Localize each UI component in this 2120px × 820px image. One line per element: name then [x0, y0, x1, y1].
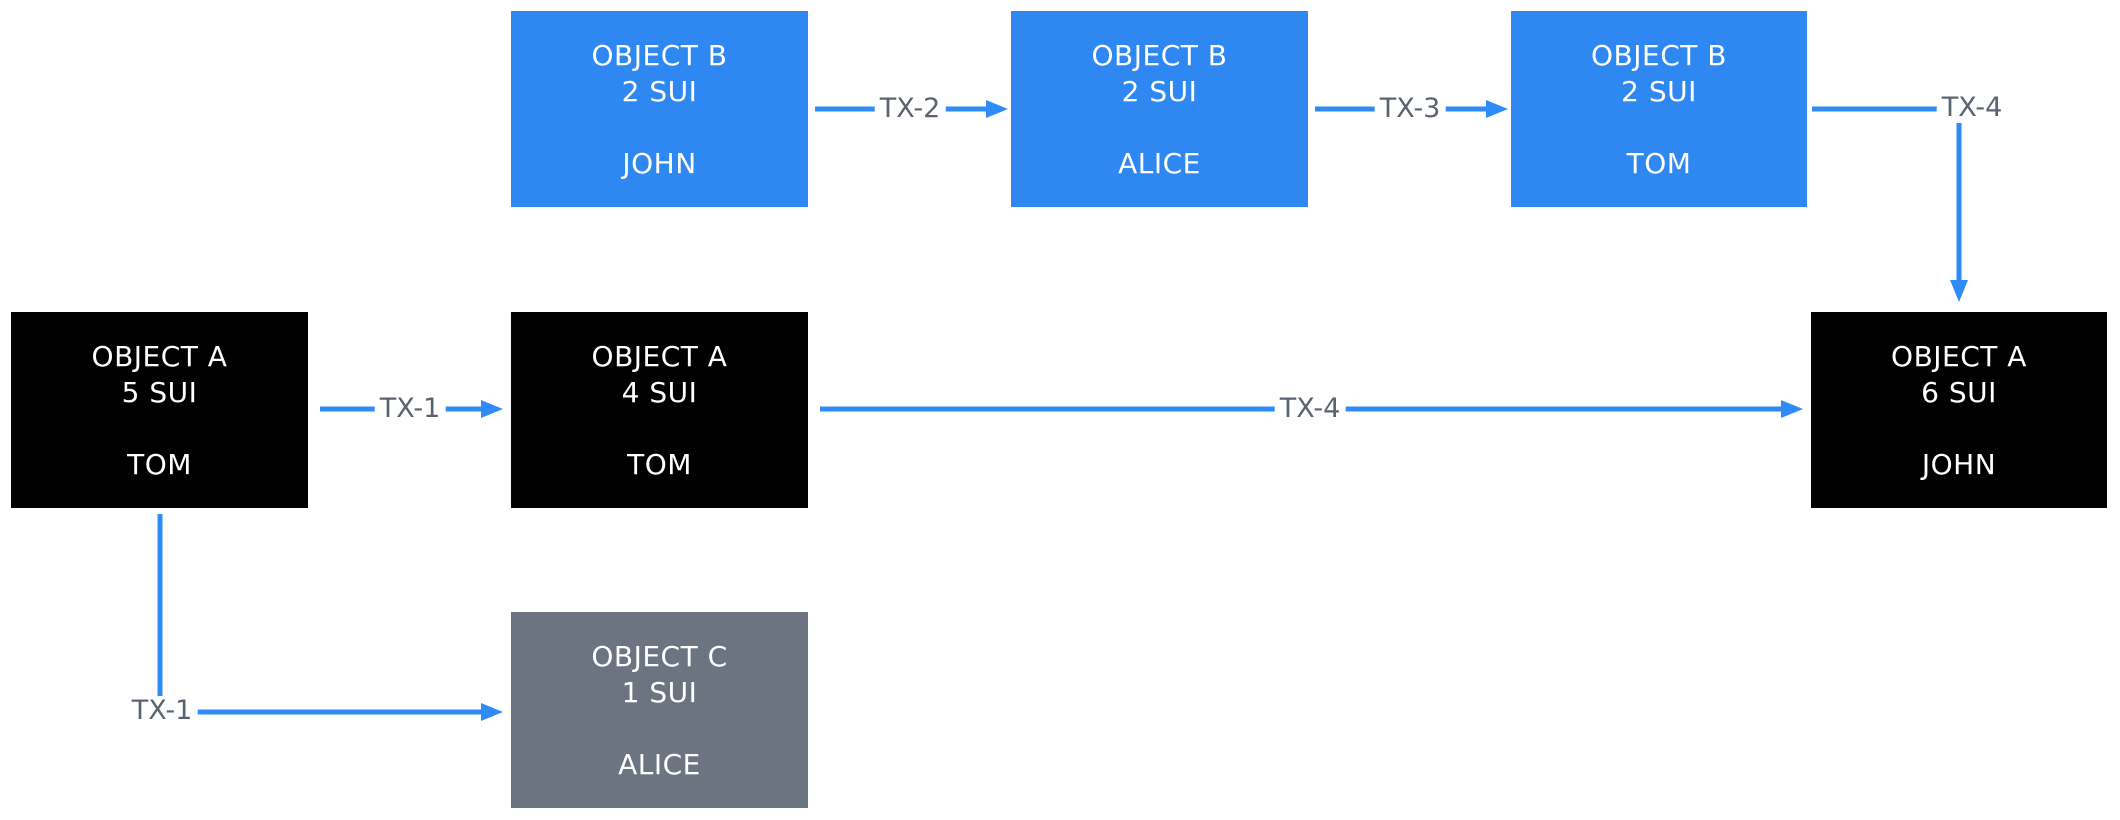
node-owner: ALICE	[1118, 147, 1201, 180]
edge-label-tx-4-merge: TX-4	[1274, 394, 1346, 424]
node-owner: JOHN	[622, 147, 697, 180]
node-spacer	[1811, 411, 2107, 447]
node-amount: 2 SUI	[621, 75, 698, 108]
node-owner: ALICE	[618, 748, 701, 781]
node-spacer	[511, 411, 808, 447]
node-owner: TOM	[127, 448, 192, 481]
node-owner: TOM	[627, 448, 692, 481]
node-object-b-tom: OBJECT B 2 SUI TOM	[1511, 11, 1807, 207]
node-amount: 6 SUI	[1921, 376, 1997, 409]
node-spacer	[1511, 110, 1807, 146]
node-owner: JOHN	[1921, 448, 1997, 481]
node-title: OBJECT B	[1091, 39, 1228, 72]
node-title: OBJECT A	[591, 340, 728, 373]
node-object-a-6-john: OBJECT A 6 SUI JOHN	[1811, 312, 2107, 508]
arrow-tx-1-elbow	[157, 514, 503, 721]
node-spacer	[511, 711, 808, 747]
node-object-b-john: OBJECT B 2 SUI JOHN	[511, 11, 808, 207]
node-object-c-alice: OBJECT C 1 SUI ALICE	[511, 612, 808, 808]
edge-label-tx-2: TX-2	[874, 94, 946, 124]
edge-label-tx-1-new: TX-1	[126, 696, 198, 726]
node-title: OBJECT A	[91, 340, 228, 373]
node-title: OBJECT B	[591, 39, 728, 72]
edge-label-tx-4-elbow: TX-4	[1936, 93, 2008, 123]
node-object-b-alice: OBJECT B 2 SUI ALICE	[1011, 11, 1308, 207]
node-amount: 2 SUI	[1121, 75, 1198, 108]
node-object-a-4-tom: OBJECT A 4 SUI TOM	[511, 312, 808, 508]
node-amount: 1 SUI	[621, 676, 698, 709]
node-owner: TOM	[1626, 147, 1692, 180]
node-title: OBJECT B	[1591, 39, 1727, 72]
node-spacer	[11, 411, 308, 447]
edge-label-tx-3: TX-3	[1374, 94, 1446, 124]
node-amount: 2 SUI	[1621, 75, 1697, 108]
arrow-tx-4-elbow	[1812, 106, 1968, 302]
node-spacer	[511, 110, 808, 146]
node-amount: 4 SUI	[621, 376, 698, 409]
edge-label-tx-1-split: TX-1	[374, 394, 446, 424]
node-amount: 5 SUI	[121, 376, 198, 409]
node-title: OBJECT C	[591, 640, 728, 673]
node-title: OBJECT A	[1891, 340, 2027, 373]
node-object-a-5-tom: OBJECT A 5 SUI TOM	[11, 312, 308, 508]
node-spacer	[1011, 110, 1308, 146]
